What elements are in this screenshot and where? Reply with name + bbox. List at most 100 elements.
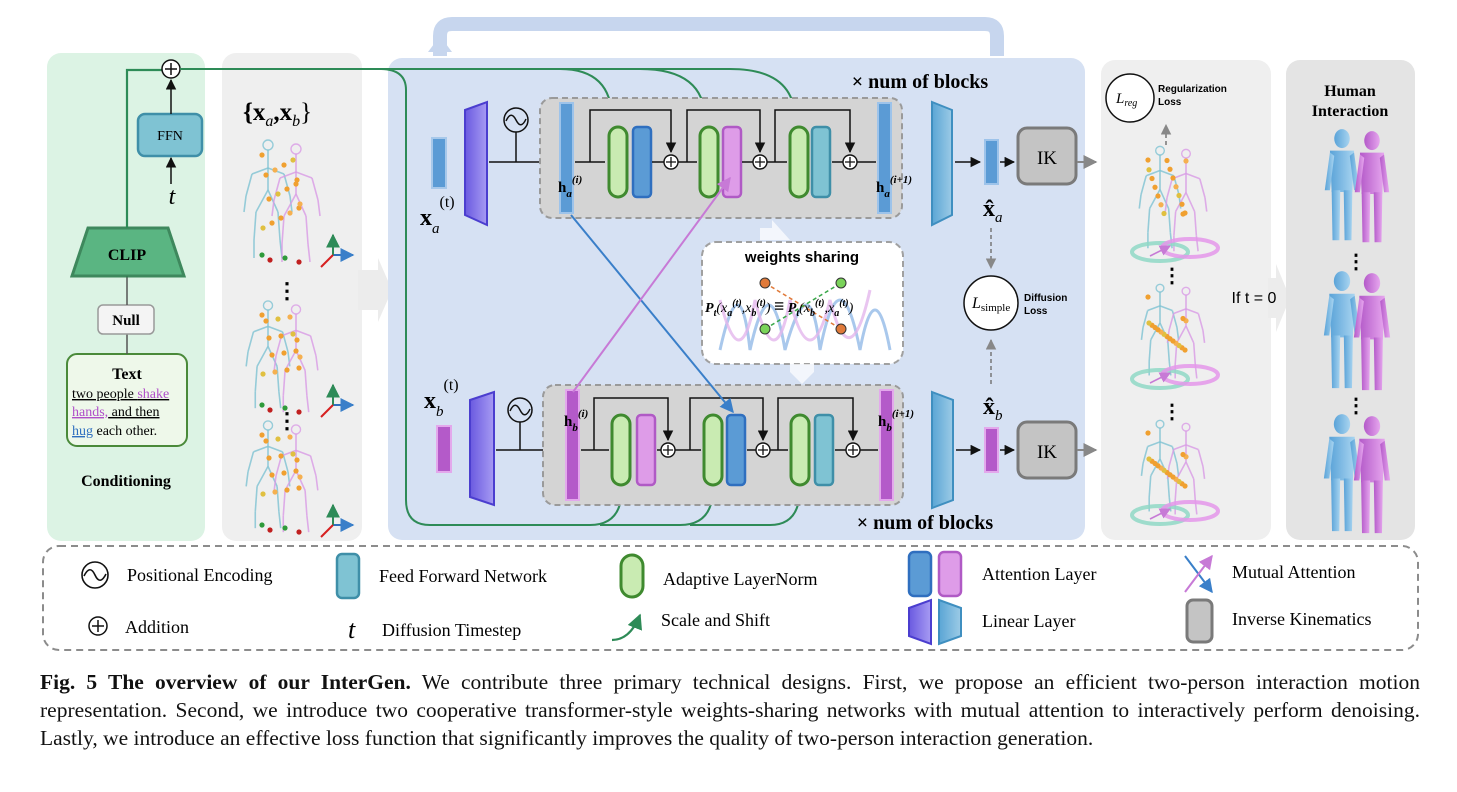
reg-loss-label-1: Regularization (1158, 84, 1227, 95)
regularization-frames (1130, 145, 1220, 526)
attention-blue-icon (907, 550, 933, 598)
bottom-ffn-7 (813, 413, 835, 487)
top-adaptive-layernorm-0 (607, 125, 629, 199)
skeleton-frames (243, 139, 355, 538)
h-b-out-bar (879, 389, 894, 501)
legend-mutual-attention: Mutual Attention (1184, 554, 1356, 594)
l-simple-label: Lsimple (971, 295, 1010, 314)
motion-panel-title: {xa,xb} (243, 99, 312, 130)
svg-text:Adaptive LayerNorm: Adaptive LayerNorm (663, 569, 817, 589)
top-adaptive-layernorm-3 (698, 125, 720, 199)
if-t0-label: If t = 0 (1232, 290, 1277, 307)
timestep-icon: t (348, 615, 356, 644)
cond-timestep: t (169, 184, 177, 210)
interaction-title-1: Human (1324, 83, 1376, 100)
h-a-in-label: ha(i) (558, 174, 582, 200)
interaction-title-2: Interaction (1312, 103, 1389, 120)
ik-bottom-label: IK (1037, 442, 1057, 463)
linear-purple-icon (908, 598, 932, 646)
h-a-out-bar (877, 102, 892, 214)
ffn-label: FFN (157, 129, 183, 144)
input-token-a (431, 137, 447, 189)
weights-formula: Pt(xa(t),xb(t)) ≡ Pt(xb(t),xa(t)) (705, 296, 854, 319)
mutual-attention-a-to-b (570, 214, 734, 414)
top-attention-1 (631, 125, 653, 199)
ik-icon (1185, 598, 1214, 644)
weights-sharing-label: weights sharing (744, 249, 859, 266)
h-b-in-label: hb(i) (564, 408, 588, 434)
legend-feed-forward: Feed Forward Network (335, 552, 547, 600)
h-b-in-bar (565, 389, 580, 501)
interaction-dots-2: ⋮ (1346, 395, 1366, 417)
svg-text:hands, and then: hands, and then (72, 405, 160, 420)
figure-caption: Fig. 5 The overview of our InterGen. We … (40, 668, 1420, 752)
ik-block-top (1016, 126, 1078, 186)
legend-inverse-kinematics: Inverse Kinematics (1185, 598, 1371, 644)
top-adaptive-layernorm-6 (788, 125, 810, 199)
panel-transition-arrow (358, 258, 392, 322)
clip-block (69, 226, 187, 278)
linear-layer-b-out (931, 390, 954, 510)
h-a-in-bar (559, 102, 574, 214)
svg-text:Feed Forward Network: Feed Forward Network (379, 566, 547, 586)
svg-text:two people shake: two people shake (72, 387, 169, 402)
text-box-title: Text (112, 366, 142, 383)
text-line1-b: shake (137, 387, 169, 402)
svg-text:Linear Layer: Linear Layer (982, 611, 1075, 631)
text-line2-b: and then (108, 405, 159, 420)
output-token-b (984, 427, 999, 473)
h-a-out-label: ha(i+1) (876, 174, 912, 200)
bottom-adaptive-layernorm-3 (702, 413, 724, 487)
num-blocks-top: × num of blocks (852, 71, 989, 93)
legend-timestep: t Diffusion Timestep (348, 615, 521, 644)
x-a-label: xa(t) (420, 194, 455, 237)
xhat-b-label: x̂b (983, 394, 1003, 424)
text-line3-a: hug (72, 424, 93, 439)
legend-adaptive-layernorm: Adaptive LayerNorm (619, 553, 817, 599)
attention-pink-icon (937, 550, 963, 598)
h-b-out-label: hb(i+1) (878, 408, 914, 434)
svg-text:Attention Layer: Attention Layer (982, 564, 1096, 584)
intergen-overview-diagram: Text two people shake hands, and then hu… (42, 17, 1419, 651)
input-token-b (436, 425, 452, 473)
top-ffn-7 (810, 125, 832, 199)
legend-linear-layer: Linear Layer (908, 598, 1075, 646)
scale-shift-lines-bottom (180, 68, 629, 526)
svg-text:Mutual Attention: Mutual Attention (1232, 562, 1356, 582)
if-t0-arrow (1268, 264, 1290, 332)
bottom-adaptive-layernorm-6 (789, 413, 811, 487)
conditioning-title: Conditioning (81, 473, 171, 490)
l-reg-node (1105, 73, 1155, 123)
motion-dots-1: ⋮ (276, 278, 298, 303)
caption-text: We contribute three primary technical de… (40, 670, 1420, 750)
linear-blue-icon (938, 598, 962, 646)
svg-text:Inverse Kinematics: Inverse Kinematics (1232, 609, 1371, 629)
svg-text:Addition: Addition (125, 617, 189, 637)
text-line2-a: hands, (72, 405, 108, 420)
bottom-adaptive-layernorm-0 (610, 413, 632, 487)
legend-addition: Addition (88, 616, 189, 637)
xhat-a-label: x̂a (983, 196, 1003, 226)
caption-bold: Fig. 5 The overview of our InterGen. (40, 670, 411, 694)
num-blocks-bottom: × num of blocks (857, 512, 994, 534)
reg-dots-1: ⋮ (1162, 265, 1182, 287)
reg-dots-2: ⋮ (1162, 401, 1182, 423)
motion-dots-2: ⋮ (276, 408, 298, 433)
mutual-attention-b-to-a (572, 176, 731, 393)
svg-text:Scale and Shift: Scale and Shift (661, 610, 770, 630)
text-box: Text two people shake hands, and then hu… (66, 353, 188, 447)
svg-text:hug each other.: hug each other. (72, 424, 157, 439)
top-attention-4 (721, 125, 743, 199)
weights-sharing-box (701, 241, 904, 365)
linear-layer-a-in (464, 100, 488, 227)
adaptive-layernorm-icon (619, 553, 645, 599)
null-label: Null (112, 313, 140, 329)
svg-text:Diffusion Timestep: Diffusion Timestep (382, 620, 521, 640)
interaction-dots-1: ⋮ (1346, 251, 1366, 273)
l-reg-label: Lreg (1115, 91, 1137, 109)
output-token-a (984, 139, 999, 185)
null-box (97, 304, 155, 335)
ffn-icon (335, 552, 361, 600)
text-line3-b: each other. (93, 424, 157, 439)
ik-top-label: IK (1037, 148, 1057, 169)
